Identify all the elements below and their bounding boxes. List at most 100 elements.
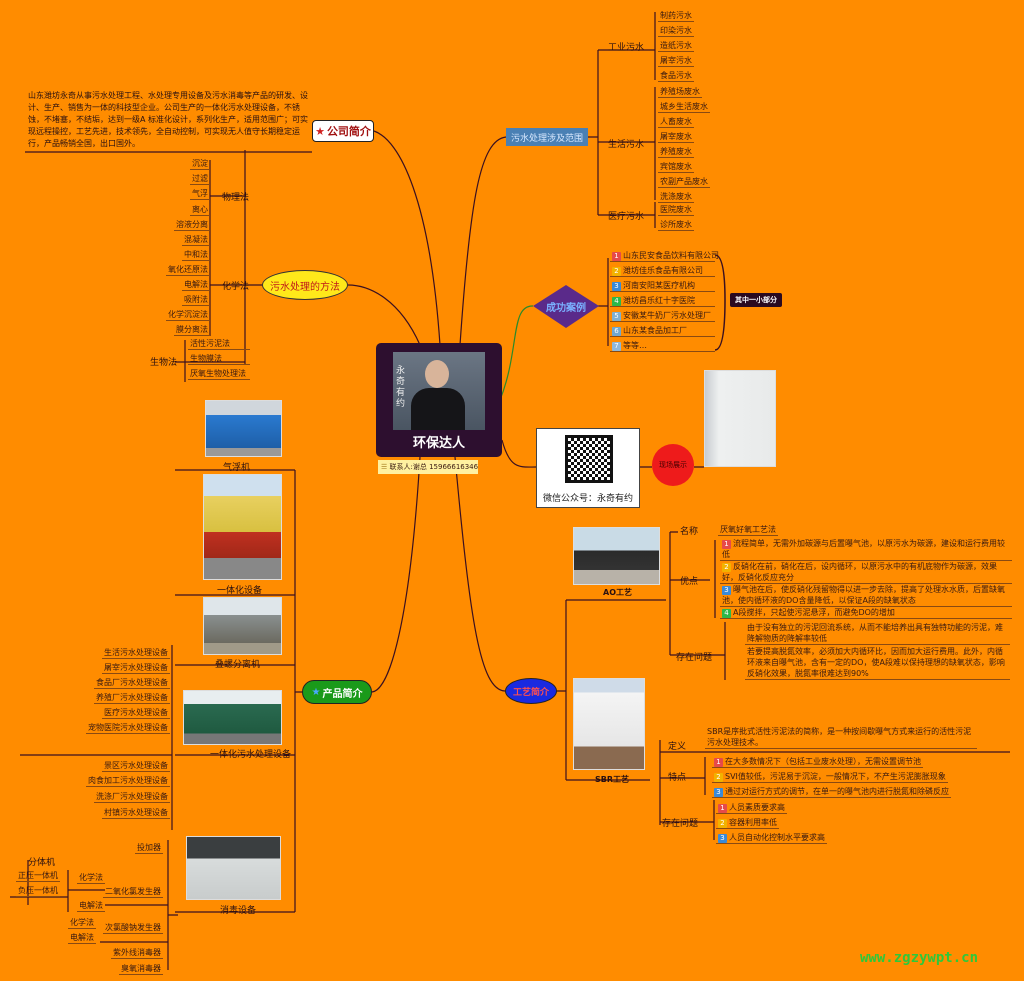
scope-item[interactable]: 养殖场废水 xyxy=(658,87,702,98)
sbr-definition[interactable]: SBR是序批式活性污泥法的简称，是一种按间歇曝气方式来运行的活性污泥污水处理技术… xyxy=(705,726,977,749)
method-item[interactable]: 过滤 xyxy=(190,174,210,185)
product-list-item[interactable]: 景区污水处理设备 xyxy=(102,761,170,772)
method-physical-label[interactable]: 物理法 xyxy=(222,193,250,203)
method-item[interactable]: 生物膜法 xyxy=(188,353,250,365)
process-node[interactable]: 工艺简介 xyxy=(505,678,557,704)
disinfection-item[interactable]: 臭氧消毒器 xyxy=(119,964,163,975)
method-chemical-label[interactable]: 化学法 xyxy=(222,282,250,292)
products-node[interactable]: ★产品简介 xyxy=(302,680,372,704)
method-item[interactable]: 氧化还原法 xyxy=(166,265,210,276)
cases-diamond[interactable] xyxy=(533,285,599,328)
naclo-method[interactable]: 电解法 xyxy=(68,933,96,944)
scope-domestic-label[interactable]: 生活污水 xyxy=(608,140,645,150)
scope-medical-label[interactable]: 医疗污水 xyxy=(608,212,645,222)
scope-item[interactable]: 制药污水 xyxy=(658,11,694,22)
method-item[interactable]: 中和法 xyxy=(182,250,210,261)
ao-name[interactable]: 厌氧好氧工艺法 xyxy=(718,525,778,536)
disinfection-item[interactable]: 二氧化氯发生器 xyxy=(103,887,163,898)
product-caption[interactable]: 叠螺分离机 xyxy=(215,660,261,670)
sbr-problems-label[interactable]: 存在问题 xyxy=(662,819,699,829)
central-topic[interactable]: 永奇有约 环保达人 xyxy=(376,343,502,457)
scope-item[interactable]: 洗涤废水 xyxy=(658,192,694,203)
product-list-item[interactable]: 洗涤厂污水处理设备 xyxy=(94,792,170,803)
qr-code-icon[interactable] xyxy=(565,435,613,483)
sbr-features-label[interactable]: 特点 xyxy=(668,773,687,783)
scope-node[interactable]: 污水处理涉及范围 xyxy=(506,128,588,146)
company-intro-node[interactable]: ★公司简介 xyxy=(312,120,374,142)
scope-item[interactable]: 宾馆废水 xyxy=(658,162,694,173)
product-caption[interactable]: 一体化污水处理设备 xyxy=(210,750,292,760)
disinfection-item[interactable]: 投加器 xyxy=(135,843,163,854)
product-list-item[interactable]: 肉食加工污水处理设备 xyxy=(86,776,170,787)
disinfection-item[interactable]: 紫外线消毒器 xyxy=(111,948,163,959)
method-item[interactable]: 气浮 xyxy=(190,189,210,200)
method-item[interactable]: 离心 xyxy=(190,205,210,216)
ao-advantages-label[interactable]: 优点 xyxy=(680,577,699,587)
sbr-definition-label[interactable]: 定义 xyxy=(668,742,687,752)
chem-child[interactable]: 分体机 xyxy=(28,858,56,868)
product-list-item[interactable]: 医疗污水处理设备 xyxy=(102,708,170,719)
product-caption[interactable]: 一体化设备 xyxy=(217,586,263,596)
ao-name-label[interactable]: 名称 xyxy=(680,527,699,537)
scope-item[interactable]: 造纸污水 xyxy=(658,41,694,52)
product-list-item[interactable]: 村镇污水处理设备 xyxy=(102,808,170,819)
scope-item[interactable]: 屠宰废水 xyxy=(658,132,694,143)
scope-item[interactable]: 诊所废水 xyxy=(658,220,694,231)
ao-problem[interactable]: 由于没有独立的污泥回流系统，从而不能培养出具有独特功能的污泥，难降解物质的降解率… xyxy=(745,622,1010,645)
product-caption[interactable]: 气浮机 xyxy=(223,463,251,473)
portrait-suit xyxy=(411,388,465,430)
scope-item[interactable]: 城乡生活废水 xyxy=(658,102,710,113)
product-list-item[interactable]: 食品厂污水处理设备 xyxy=(94,678,170,689)
scope-item[interactable]: 屠宰污水 xyxy=(658,56,694,67)
scope-item[interactable]: 食品污水 xyxy=(658,71,694,82)
scope-item[interactable]: 农副产品废水 xyxy=(658,177,710,188)
chem-child[interactable]: 正压一体机 xyxy=(16,871,60,882)
method-item[interactable]: 膜分离法 xyxy=(174,325,210,336)
product-list-item[interactable]: 宠物医院污水处理设备 xyxy=(86,723,170,734)
method-item[interactable]: 化学沉淀法 xyxy=(166,310,210,321)
product-list-item[interactable]: 生活污水处理设备 xyxy=(102,648,170,659)
methods-node[interactable]: 污水处理的方法 xyxy=(262,270,348,300)
disinfection-item[interactable]: 次氯酸钠发生器 xyxy=(103,923,163,934)
method-item[interactable]: 电解法 xyxy=(182,280,210,291)
method-item[interactable]: 活性污泥法 xyxy=(188,338,250,350)
method-item[interactable]: 混凝法 xyxy=(182,235,210,246)
method-item[interactable]: 厌氧生物处理法 xyxy=(188,368,250,380)
scope-item[interactable]: 养殖废水 xyxy=(658,147,694,158)
ao-problems-label[interactable]: 存在问题 xyxy=(676,653,713,663)
clo2-method[interactable]: 电解法 xyxy=(77,901,105,912)
clo2-method[interactable]: 化学法 xyxy=(77,873,105,884)
scope-item[interactable]: 医院废水 xyxy=(658,205,694,216)
ao-problem[interactable]: 若要提高脱氮效率，必须加大内循环比，因而加大运行费用。此外，内循环液来自曝气池，… xyxy=(745,646,1010,680)
scope-item[interactable]: 人畜废水 xyxy=(658,117,694,128)
method-biological-label[interactable]: 生物法 xyxy=(150,358,178,368)
product-list-item[interactable]: 屠宰污水处理设备 xyxy=(102,663,170,674)
method-item[interactable]: 溶液分离 xyxy=(174,220,210,231)
method-item[interactable]: 吸附法 xyxy=(182,295,210,306)
naclo-method[interactable]: 化学法 xyxy=(68,918,96,929)
scope-item[interactable]: 印染污水 xyxy=(658,26,694,37)
product-caption[interactable]: 消毒设备 xyxy=(220,906,257,916)
chem-child[interactable]: 负压一体机 xyxy=(16,886,60,897)
product-list-item[interactable]: 养殖厂污水处理设备 xyxy=(94,693,170,704)
showcase-node[interactable]: 现场展示 xyxy=(652,444,694,486)
method-item[interactable]: 沉淀 xyxy=(190,159,210,170)
scope-industrial-label[interactable]: 工业污水 xyxy=(608,43,645,53)
